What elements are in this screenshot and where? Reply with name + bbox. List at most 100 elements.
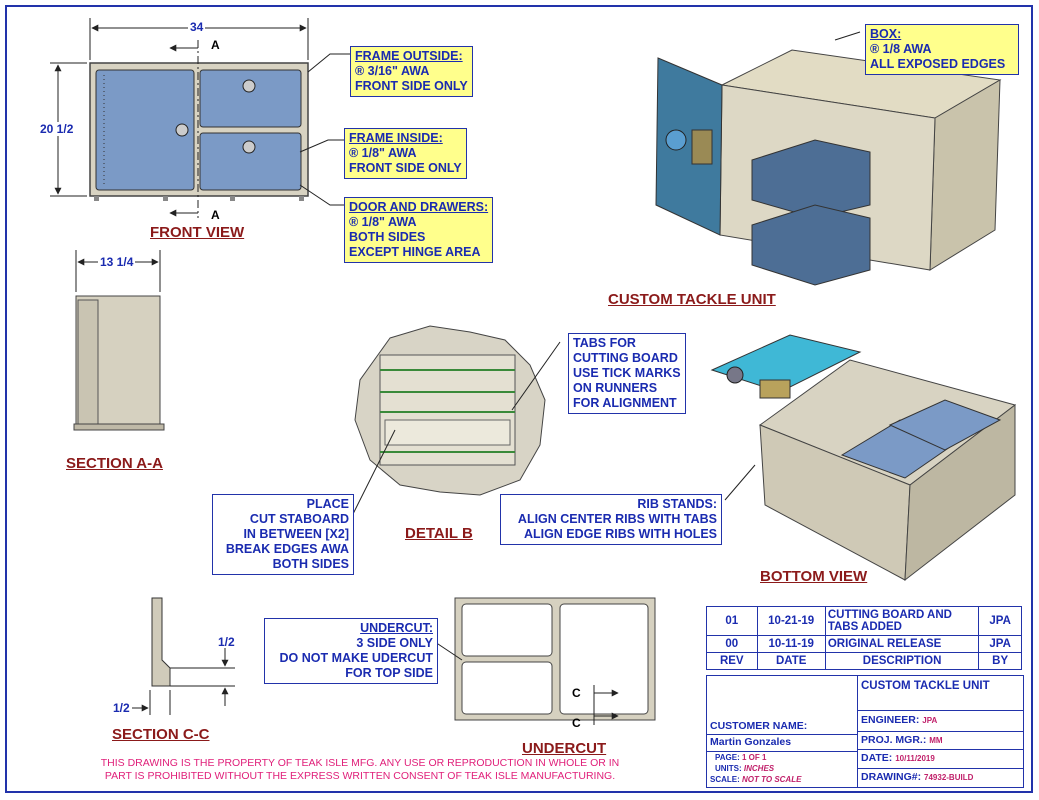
scale-row: SCALE: NOT TO SCALE xyxy=(710,775,801,784)
section-mark-a-bottom: A xyxy=(211,208,220,222)
custom-tackle-unit-title: CUSTOM TACKLE UNIT xyxy=(608,291,776,308)
undercut-line: UNDERCUT: xyxy=(360,621,433,635)
place-line: CUT STABOARD xyxy=(249,512,349,526)
detail-b-drawing xyxy=(349,325,561,521)
page-value: 1 OF 1 xyxy=(741,753,767,762)
place-line: BREAK EDGES AWA xyxy=(225,542,349,556)
customer-label: CUSTOMER NAME: xyxy=(710,720,808,732)
frame-inside-line: ® 1/8" AWA xyxy=(349,146,417,160)
units-row: UNITS: INCHES xyxy=(715,764,774,773)
section-mark-c-top: C xyxy=(572,686,581,700)
legal-notice: THIS DRAWING IS THE PROPERTY OF TEAK ISL… xyxy=(100,757,620,782)
door-drawers-line: BOTH SIDES xyxy=(349,230,426,244)
by-cell: JPA xyxy=(978,635,1022,653)
undercut-line: 3 SIDE ONLY xyxy=(356,636,433,650)
date-header: DATE xyxy=(756,652,826,670)
frame-outside-header: FRAME OUTSIDE: xyxy=(355,49,463,63)
rev-cell: 00 xyxy=(706,635,758,653)
date-label: DATE: xyxy=(861,752,893,764)
section-mark-c-bottom: C xyxy=(572,716,581,730)
frame-outside-line: ® 3/16" AWA xyxy=(355,64,430,78)
rev-cell: 01 xyxy=(706,606,758,636)
frame-inside-note: FRAME INSIDE: ® 1/8" AWA FRONT SIDE ONLY xyxy=(344,128,467,179)
section-aa-title: SECTION A-A xyxy=(66,455,163,472)
rib-stands-note: RIB STANDS: ALIGN CENTER RIBS WITH TABS … xyxy=(500,494,722,545)
page-label: PAGE: xyxy=(715,753,740,762)
revision-table: 01 10-21-19 CUTTING BOARD AND TABS ADDED… xyxy=(706,606,1022,670)
description-header: DESCRIPTION xyxy=(824,652,980,670)
tabs-line: ON RUNNERS xyxy=(573,381,658,395)
engineer-row: ENGINEER: JPA xyxy=(861,714,937,726)
box-note: BOX: ® 1/8 AWA ALL EXPOSED EDGES xyxy=(865,24,1019,75)
bottom-view-title: BOTTOM VIEW xyxy=(760,568,868,585)
rib-stands-line: RIB STANDS: xyxy=(637,497,717,511)
undercut-note: UNDERCUT: 3 SIDE ONLY DO NOT MAKE UDERCU… xyxy=(264,618,438,684)
section-aa-drawing xyxy=(73,250,165,431)
rib-stands-line: ALIGN EDGE RIBS WITH HOLES xyxy=(523,527,717,541)
place-line: PLACE xyxy=(306,497,349,511)
box-header: BOX: xyxy=(870,27,902,41)
drawing-value: 74932-BUILD xyxy=(924,773,974,782)
date-cell: 10-11-19 xyxy=(756,635,826,653)
frame-outside-line: FRONT SIDE ONLY xyxy=(355,79,468,93)
place-line: IN BETWEEN [X2] xyxy=(243,527,349,541)
height-dimension: 20 1/2 xyxy=(38,122,76,136)
front-view-drawing xyxy=(50,18,350,218)
bottom-view-drawing xyxy=(710,334,1017,582)
place-note: PLACE CUT STABOARD IN BETWEEN [X2] BREAK… xyxy=(212,494,354,575)
tabs-line: FOR ALIGNMENT xyxy=(573,396,677,410)
units-value: INCHES xyxy=(743,764,775,773)
title-block-right: CUSTOM TACKLE UNIT ENGINEER: JPA PROJ. M… xyxy=(858,676,1023,787)
drawing-label: DRAWING#: xyxy=(861,771,922,783)
scale-value: NOT TO SCALE xyxy=(742,775,802,784)
tabs-line: USE TICK MARKS xyxy=(573,366,681,380)
front-view-title: FRONT VIEW xyxy=(150,224,245,241)
drawing-number-row: DRAWING#: 74932-BUILD xyxy=(861,771,973,783)
frame-inside-header: FRAME INSIDE: xyxy=(349,131,443,145)
title-block: CUSTOMER NAME: Martin Gonzales PAGE: 1 O… xyxy=(706,675,1024,788)
iso-view-drawing xyxy=(655,31,1002,286)
cc-height-dimension: 1/2 xyxy=(218,635,235,649)
drawing-title: CUSTOM TACKLE UNIT xyxy=(861,680,990,692)
description-cell: ORIGINAL RELEASE xyxy=(824,635,980,653)
by-cell: JPA xyxy=(978,606,1022,636)
door-drawers-line: EXCEPT HINGE AREA xyxy=(349,245,481,259)
frame-outside-note: FRAME OUTSIDE: ® 3/16" AWA FRONT SIDE ON… xyxy=(350,46,473,97)
scale-label: SCALE: xyxy=(710,775,740,784)
tabs-line: TABS FOR xyxy=(573,336,636,350)
undercut-line: DO NOT MAKE UDERCUT xyxy=(279,651,433,665)
undercut-drawing xyxy=(431,597,656,725)
engineer-value: JPA xyxy=(922,716,938,725)
proj-mgr-row: PROJ. MGR.: MM xyxy=(861,734,943,746)
width-dimension: 34 xyxy=(188,20,206,34)
proj-mgr-value: MM xyxy=(929,736,943,745)
depth-dimension: 13 1/4 xyxy=(98,255,136,269)
detail-b-title: DETAIL B xyxy=(405,525,473,542)
by-header: BY xyxy=(978,652,1022,670)
place-line: BOTH SIDES xyxy=(272,557,349,571)
section-mark-a-top: A xyxy=(211,38,220,52)
rib-stands-line: ALIGN CENTER RIBS WITH TABS xyxy=(517,512,717,526)
undercut-title: UNDERCUT xyxy=(522,740,607,757)
customer-name: Martin Gonzales xyxy=(710,736,792,748)
tabs-line: CUTTING BOARD xyxy=(573,351,678,365)
door-drawers-header: DOOR AND DRAWERS: xyxy=(349,200,489,214)
revision-row: 01 10-21-19 CUTTING BOARD AND TABS ADDED… xyxy=(706,606,1022,636)
proj-mgr-label: PROJ. MGR.: xyxy=(861,734,927,746)
tabs-note: TABS FOR CUTTING BOARD USE TICK MARKS ON… xyxy=(568,333,686,414)
title-block-left: CUSTOMER NAME: Martin Gonzales PAGE: 1 O… xyxy=(707,676,858,787)
description-cell: CUTTING BOARD AND TABS ADDED xyxy=(824,606,980,636)
date-row: DATE: 10/11/2019 xyxy=(861,752,935,764)
undercut-line: FOR TOP SIDE xyxy=(345,666,433,680)
date-value: 10/11/2019 xyxy=(895,754,935,763)
section-cc-drawing xyxy=(132,597,235,715)
engineer-label: ENGINEER: xyxy=(861,714,920,726)
frame-inside-line: FRONT SIDE ONLY xyxy=(349,161,462,175)
page-row: PAGE: 1 OF 1 xyxy=(715,753,766,762)
units-label: UNITS: xyxy=(715,764,742,773)
cc-width-dimension: 1/2 xyxy=(113,701,130,715)
box-line: ® 1/8 AWA xyxy=(870,42,932,56)
revision-header-row: REV DATE DESCRIPTION BY xyxy=(706,652,1022,670)
door-drawers-note: DOOR AND DRAWERS: ® 1/8" AWA BOTH SIDES … xyxy=(344,197,494,263)
